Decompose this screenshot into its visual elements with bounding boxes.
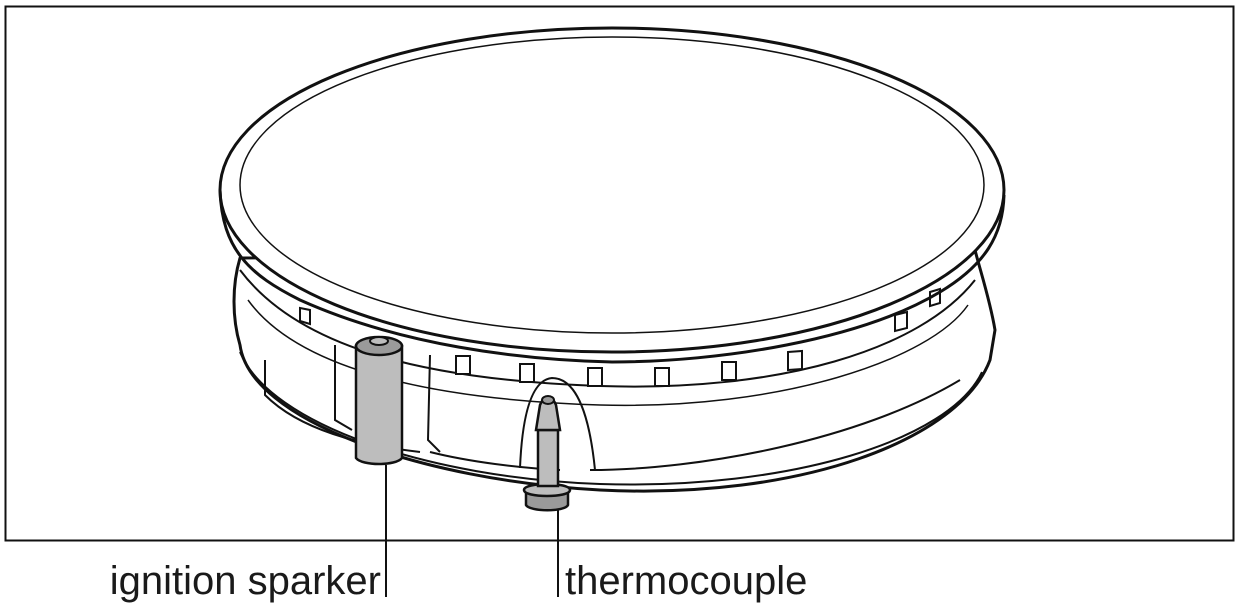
label-thermocouple: thermocouple [565, 559, 807, 603]
ignition-sparker-part [354, 335, 404, 466]
flame-ports [299, 287, 941, 387]
burner-cap [218, 26, 1006, 364]
thermocouple-part [522, 395, 572, 512]
label-ignition-sparker: ignition sparker [110, 559, 381, 603]
leader-lines [385, 465, 559, 597]
